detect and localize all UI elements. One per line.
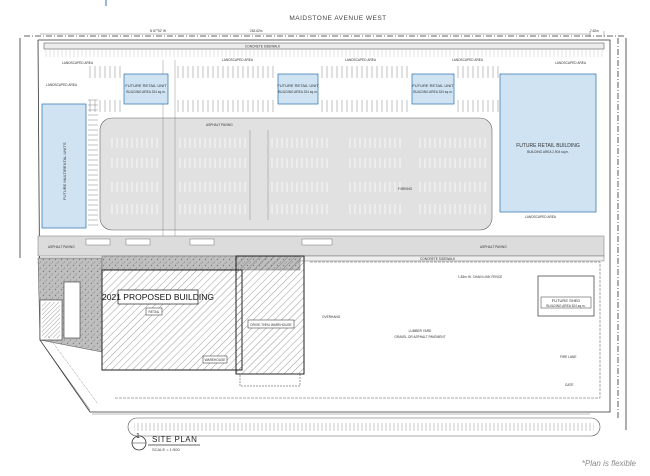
landscape-label-2: LANDSCAPED AREA [222,58,254,62]
future-shed: FUTURE SHED BUILDING AREA 524 sq.m. [537,275,595,317]
landscape-label-4: LANDSCAPED AREA [452,58,484,62]
lower-sidewalk-label: CONCRETE SIDEWALK [420,257,456,261]
retail-label: RETAIL [149,310,160,314]
fire-lane-label: FIRE LANE [560,355,576,359]
future-retail-unit-3: FUTURE RETAIL UNIT BUILDING AREA 324 sq.… [411,73,455,105]
parking-stalls-interior [111,138,486,214]
asphalt-label-3: ASPHALT PAVING [480,245,507,249]
overhang-label: OVERHANG [322,315,341,319]
gate-label: GATE [565,383,573,387]
title-scale: SCALE = 1:500 [152,447,180,452]
plan-flexible-note: *Plan is flexible [581,459,636,468]
lumber-yard-label: LUMBER YARD [409,329,432,333]
retail-unit-3-label: FUTURE RETAIL UNIT [412,83,454,88]
warehouse-label: WAREHOUSE [205,358,226,362]
landscape-label-6: LANDSCAPED AREA [46,83,78,87]
future-retail-building: FUTURE RETAIL BUILDING BUILDING AREA 2,9… [499,73,597,213]
svg-text:263.62m: 263.62m [250,29,263,33]
central-parking-lot [99,117,493,231]
bottom-landscape-strip [127,417,601,437]
parking-stalls-top [88,66,499,226]
title-number: 1 [136,433,140,440]
multi-unit-label: FUTURE MULTIRENTAL UNITS [62,142,67,200]
retail-unit-1-label: FUTURE RETAIL UNIT [125,83,167,88]
landscape-label-3: LANDSCAPED AREA [345,58,377,62]
top-sidewalk-label: CONCRETE SIDEWALK [245,45,281,49]
top-sidewalk [43,42,605,50]
landscape-label-1: LANDSCAPED AREA [62,61,94,65]
future-retail-unit-2: FUTURE RETAIL UNIT BUILDING AREA 324 sq.… [277,73,319,105]
future-retail-unit-1: FUTURE RETAIL UNIT BUILDING AREA 324 sq.… [123,73,169,105]
chain-link-label: 1.83m HI. CHAIN LINK FENCE [458,275,502,279]
retail-unit-2-label: FUTURE RETAIL UNIT [277,83,319,88]
drive-thru-label: DRIVE-THRU WAREHOUSE [250,323,291,327]
lumber-yard-surface: GRAVEL OR ASPHALT PAVEMENT [394,335,445,339]
future-shed-area: BUILDING AREA 524 sq.m. [546,304,585,308]
retail-unit-2-area: BUILDING AREA 324 sq.m. [278,90,317,94]
drive-aisles [162,60,269,240]
proposed-building-2021: 2021 PROPOSED BUILDING RETAIL DRIVE-THRU… [101,255,305,375]
street-name: MAIDSTONE AVENUE WEST [289,15,386,22]
svg-text:N 87°52' W: N 87°52' W [150,29,166,33]
retail-unit-3-area: BUILDING AREA 324 sq.m. [413,90,452,94]
landscape-label-5: LANDSCAPED AREA [555,61,587,65]
svg-text:7.62m: 7.62m [590,29,599,33]
retail-building-area: BUILDING AREA 2,904 sq.m. [527,150,569,154]
retail-building-label: FUTURE RETAIL BUILDING [516,143,580,149]
future-multi-rental-units: FUTURE MULTIRENTAL UNITS [41,103,87,229]
parking-label: PARKING [398,187,413,191]
asphalt-label-1: ASPHALT PAVING [206,123,233,127]
title-text: SITE PLAN [152,435,198,444]
retail-unit-1-area: BUILDING AREA 324 sq.m. [126,90,165,94]
proposed-building-label: 2021 PROPOSED BUILDING [102,292,214,302]
title-badge [131,435,200,451]
dimension-lines [40,31,605,415]
landscape-label-7: LANDSCAPED AREA [525,215,557,219]
asphalt-label-2: ASPHALT PAVING [48,245,75,249]
future-shed-label: FUTURE SHED [552,298,581,303]
site-plan-title-block: 1 SITE PLAN SCALE = 1:500 [130,433,210,462]
